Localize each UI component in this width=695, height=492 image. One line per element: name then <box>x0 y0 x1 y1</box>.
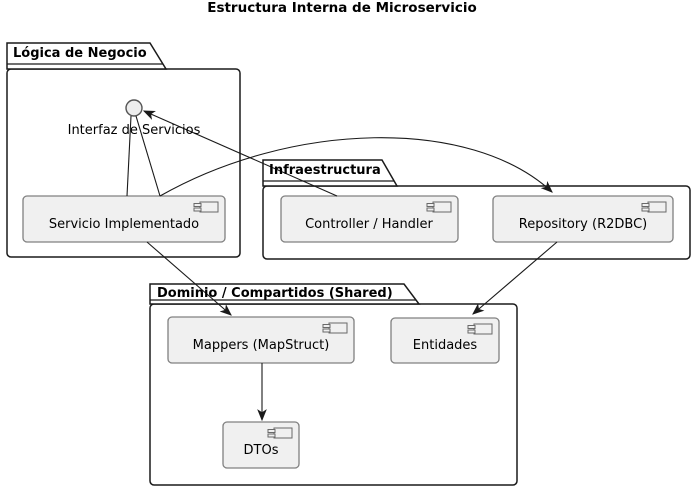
component-icon <box>193 201 219 213</box>
component-servicio-implementado <box>22 195 226 243</box>
component-entidades <box>390 317 500 364</box>
component-mappers-mapstruct <box>167 316 355 364</box>
component-icon <box>426 201 452 213</box>
package-logica-tab <box>6 42 168 70</box>
component-label-controller: Controller / Handler <box>305 217 433 232</box>
edge-servicio-to-interfaz-1 <box>126 115 132 197</box>
component-label-mappers: Mappers (MapStruct) <box>192 338 330 353</box>
edge-servicio-to-interfaz-2 <box>135 115 161 197</box>
edge-servicio-to-repository <box>159 137 553 197</box>
edge-servicio-to-mappers <box>146 241 232 316</box>
package-label-dominio: Dominio / Compartidos (Shared) <box>157 286 393 301</box>
component-label-repository: Repository (R2DBC) <box>518 217 648 232</box>
package-infra-tab <box>262 159 399 187</box>
interface-label: Interfaz de Servicios <box>67 123 201 138</box>
package-dominio-tab <box>149 283 421 305</box>
component-icon <box>267 427 293 439</box>
package-label-infraestructura: Infraestructura <box>269 163 381 178</box>
component-icon <box>641 201 667 213</box>
package-label-logica: Lógica de Negocio <box>13 46 147 61</box>
component-icon <box>322 322 348 334</box>
component-label-entidades: Entidades <box>412 338 478 353</box>
component-icon <box>467 323 493 335</box>
edge-controller-to-interfaz <box>142 110 338 197</box>
component-label-servicio: Servicio Implementado <box>48 217 200 232</box>
diagram-title: Estructura Interna de Microservicio <box>207 0 477 16</box>
component-repository-r2dbc <box>492 195 674 243</box>
component-label-dtos: DTOs <box>243 443 279 458</box>
interface-circle <box>125 99 143 117</box>
component-controller-handler <box>280 195 459 243</box>
edge-repository-to-entidades <box>472 241 558 315</box>
